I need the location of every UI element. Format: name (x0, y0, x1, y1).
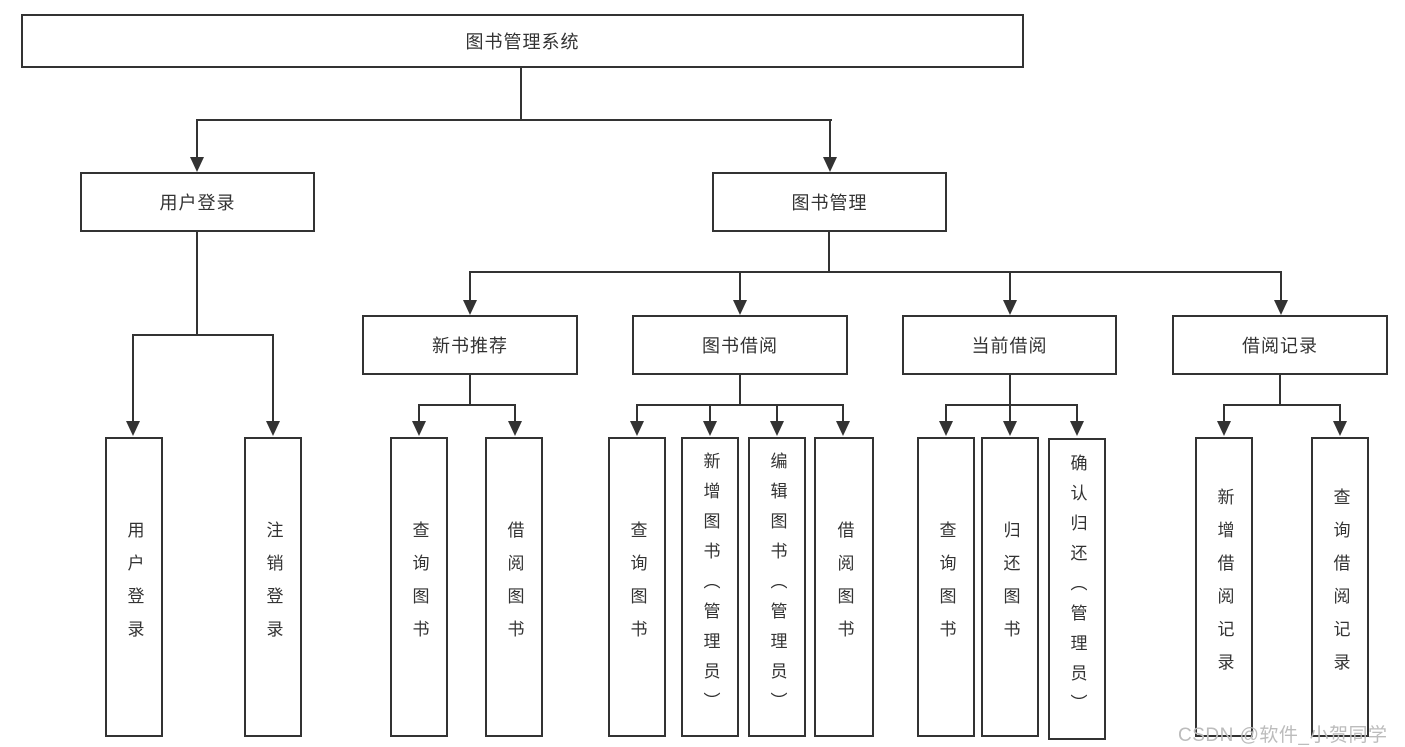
node-label: 用户登录 (159, 193, 236, 213)
leaf-query-borrow-record: 查询借阅记录 (1311, 437, 1369, 737)
node-new-book-recommend: 新书推荐 (362, 315, 578, 375)
connector-vline (828, 232, 830, 272)
connector-hline (196, 119, 832, 121)
leaf-label: 用户登录 (124, 521, 144, 653)
leaf-logout: 注销登录 (244, 437, 302, 737)
connector-vline (636, 404, 638, 422)
leaf-label: 借阅图书 (504, 521, 524, 653)
arrowhead-down-icon (266, 421, 280, 436)
node-book-management: 图书管理 (712, 172, 947, 232)
arrowhead-down-icon (770, 421, 784, 436)
node-borrowing-records: 借阅记录 (1172, 315, 1388, 375)
arrowhead-down-icon (836, 421, 850, 436)
connector-vline (1009, 404, 1011, 422)
arrowhead-down-icon (1003, 421, 1017, 436)
connector-hline (945, 404, 1078, 406)
node-label: 图书借阅 (702, 336, 778, 356)
connector-vline (739, 271, 741, 301)
connector-vline (709, 404, 711, 422)
connector-vline (1339, 404, 1341, 422)
connector-vline (196, 119, 198, 158)
arrowhead-down-icon (823, 157, 837, 172)
connector-hline (469, 271, 1282, 273)
connector-hline (1223, 404, 1341, 406)
connector-vline (418, 404, 420, 422)
leaf-query-books: 查询图书 (608, 437, 666, 737)
arrowhead-down-icon (1333, 421, 1347, 436)
arrowhead-down-icon (1070, 421, 1084, 436)
leaf-edit-books-admin: 编辑图书（管理员） (748, 437, 806, 737)
connector-hline (418, 404, 516, 406)
node-user-login: 用户登录 (80, 172, 315, 232)
leaf-label: 查询图书 (409, 521, 429, 653)
leaf-query-books: 查询图书 (917, 437, 975, 737)
leaf-return-books: 归还图书 (981, 437, 1039, 737)
leaf-label: 查询图书 (936, 521, 956, 653)
connector-vline (739, 375, 741, 406)
leaf-borrow-books: 借阅图书 (485, 437, 543, 737)
leaf-label: 新增图书（管理员） (700, 452, 720, 722)
leaf-query-books: 查询图书 (390, 437, 448, 737)
connector-vline (272, 334, 274, 422)
connector-vline (514, 404, 516, 422)
node-current-borrowing: 当前借阅 (902, 315, 1117, 375)
arrowhead-down-icon (1274, 300, 1288, 315)
connector-vline (945, 404, 947, 422)
node-label: 图书管理 (791, 193, 868, 213)
arrowhead-down-icon (190, 157, 204, 172)
leaf-label: 确认归还（管理员） (1067, 454, 1087, 724)
connector-vline (132, 334, 134, 422)
connector-hline (132, 334, 274, 336)
node-label: 图书管理系统 (465, 32, 580, 52)
csdn-watermark: CSDN @软件_小贺同学 (1178, 725, 1388, 746)
leaf-label: 新增借阅记录 (1214, 488, 1234, 686)
connector-vline (1279, 375, 1281, 406)
connector-vline (469, 375, 471, 406)
node-book-borrowing: 图书借阅 (632, 315, 848, 375)
node-label: 新书推荐 (432, 336, 508, 356)
leaf-add-borrow-record: 新增借阅记录 (1195, 437, 1253, 737)
arrowhead-down-icon (463, 300, 477, 315)
leaf-label: 编辑图书（管理员） (767, 452, 787, 722)
leaf-add-books-admin: 新增图书（管理员） (681, 437, 739, 737)
connector-vline (1280, 271, 1282, 301)
arrowhead-down-icon (508, 421, 522, 436)
leaf-label: 注销登录 (263, 521, 283, 653)
leaf-label: 归还图书 (1000, 521, 1020, 653)
arrowhead-down-icon (733, 300, 747, 315)
connector-hline (636, 404, 844, 406)
arrowhead-down-icon (703, 421, 717, 436)
connector-vline (842, 404, 844, 422)
arrowhead-down-icon (412, 421, 426, 436)
node-label: 借阅记录 (1242, 336, 1318, 356)
connector-vline (1009, 375, 1011, 406)
leaf-label: 查询借阅记录 (1330, 488, 1350, 686)
arrowhead-down-icon (630, 421, 644, 436)
connector-vline (776, 404, 778, 422)
leaf-label: 借阅图书 (834, 521, 854, 653)
arrowhead-down-icon (1217, 421, 1231, 436)
leaf-user-login: 用户登录 (105, 437, 163, 737)
node-label: 当前借阅 (971, 336, 1048, 356)
connector-vline (1223, 404, 1225, 422)
connector-vline (1076, 404, 1078, 422)
connector-vline (520, 68, 522, 121)
arrowhead-down-icon (939, 421, 953, 436)
connector-vline (829, 119, 831, 158)
connector-vline (196, 232, 198, 335)
connector-vline (1009, 271, 1011, 301)
leaf-borrow-books: 借阅图书 (814, 437, 874, 737)
node-root-book-management-system: 图书管理系统 (21, 14, 1024, 68)
leaf-confirm-return-admin: 确认归还（管理员） (1048, 438, 1106, 740)
leaf-label: 查询图书 (627, 521, 647, 653)
arrowhead-down-icon (126, 421, 140, 436)
arrowhead-down-icon (1003, 300, 1017, 315)
connector-vline (469, 271, 471, 301)
